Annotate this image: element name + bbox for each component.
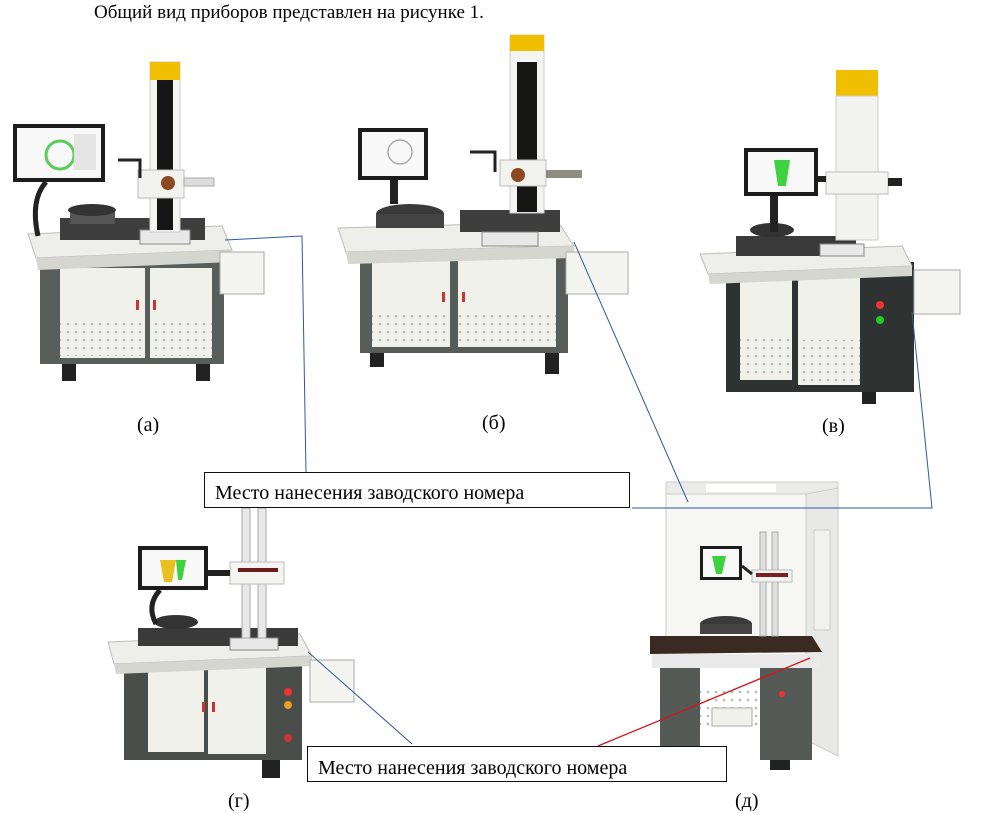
intro-text: Общий вид приборов представлен на рисунк…: [94, 2, 484, 23]
serial-number-label-top: Место нанесения заводского номера: [204, 472, 630, 508]
leader-line-b: [573, 241, 689, 503]
device-v: [699, 70, 961, 404]
leader-lines: [224, 235, 933, 745]
caption-b: (б): [482, 412, 506, 434]
caption-v: (в): [822, 415, 845, 437]
leader-line-v: [632, 311, 933, 509]
device-b: [337, 34, 629, 374]
serial-number-label-bottom: Место нанесения заводского номера: [307, 746, 727, 782]
caption-a: (а): [137, 414, 160, 436]
leader-line-a: [224, 235, 307, 474]
caption-d: (д): [735, 790, 759, 812]
device-a: [13, 61, 265, 381]
leader-line-d: [597, 657, 811, 747]
caption-g: (г): [228, 790, 250, 812]
leader-line-g: [307, 651, 413, 745]
device-d: [650, 481, 839, 770]
device-g: [107, 507, 355, 778]
